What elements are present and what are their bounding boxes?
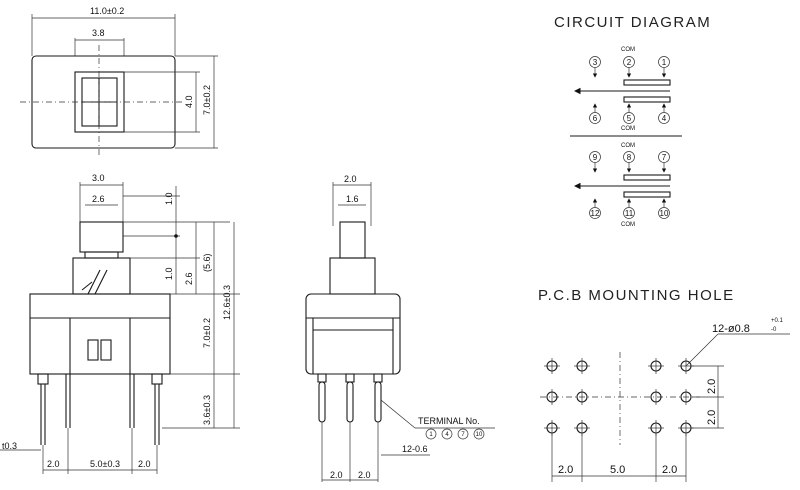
- front-d4-label: (5.6): [202, 253, 212, 272]
- pcb-v2-label: 2.0: [706, 410, 718, 425]
- pcb-h3-label: 2.0: [662, 464, 677, 476]
- front-body: [29, 293, 171, 375]
- pin-10: 10: [660, 209, 669, 218]
- side-b2-label: 2.0: [358, 470, 371, 480]
- terminal-label: TERMINAL No.: [418, 416, 480, 426]
- front-d1-label: 1.0: [164, 192, 174, 205]
- top-h-inner-label: 4.0: [184, 95, 194, 108]
- terminal-10: 10: [476, 432, 483, 438]
- front-d6-label: 7.0±0.2: [202, 318, 212, 348]
- pin-8: 8: [627, 153, 632, 162]
- pcb-holes: [544, 358, 694, 436]
- pcb-mounting-hole: 12-ø0.8 +0.1 -0 2.0 2.0 2.0: [540, 318, 790, 482]
- pin-7: 7: [662, 153, 667, 162]
- front-d2-label: 1.0: [164, 267, 174, 280]
- hole-tol-plus: +0.1: [771, 318, 784, 324]
- com-label-5: COM: [621, 126, 635, 132]
- terminal-1: 1: [429, 432, 433, 438]
- pin-1: 1: [662, 58, 667, 67]
- top-width-label: 11.0±0.2: [90, 6, 124, 16]
- side-b1-label: 2.0: [330, 470, 343, 480]
- pin-9: 9: [593, 153, 598, 162]
- top-body-outline: [31, 55, 176, 149]
- side-body: [305, 293, 401, 375]
- circuit-diagram: COM 3 2 1 6 5 4 COM COM 9 8 7: [570, 47, 682, 228]
- front-d5-label: 12.6±0.3: [222, 285, 232, 320]
- pin-11: 11: [625, 209, 634, 218]
- pin-thickness-label: t0.3: [2, 441, 17, 451]
- front-b3-label: 2.0: [138, 459, 151, 469]
- pcb-title: P.C.B MOUNTING HOLE: [538, 287, 735, 304]
- side-top-w-label: 2.0: [344, 174, 357, 184]
- terminal-4: 4: [445, 432, 449, 438]
- pcb-h1-label: 2.0: [558, 464, 573, 476]
- side-actuator: [339, 221, 366, 259]
- com-label-11: COM: [621, 222, 635, 228]
- front-actuator-body: [72, 257, 131, 295]
- com-label-2: COM: [621, 47, 635, 53]
- pin-12: 12: [591, 209, 600, 218]
- pcb-h2-label: 5.0: [610, 464, 625, 476]
- pin-2: 2: [627, 58, 632, 67]
- terminal-numbers: 1 4 7 10: [425, 428, 485, 440]
- front-d3-label: 2.6: [184, 272, 194, 285]
- pin-diameter-label: 12-0.6: [402, 444, 428, 454]
- com-label-8: COM: [621, 143, 635, 149]
- top-h-outer-label: 7.0±0.2: [202, 85, 212, 115]
- pcb-v1-label: 2.0: [706, 379, 718, 394]
- hole-spec-label: 12-ø0.8: [712, 323, 750, 335]
- pin-6: 6: [593, 114, 598, 123]
- top-view: 11.0±0.2 3.8 4.0 7.0±0.2: [20, 6, 218, 158]
- front-b1-label: 2.0: [47, 459, 60, 469]
- side-inner-w-label: 1.6: [346, 194, 359, 204]
- hole-tol-minus: -0: [771, 327, 777, 333]
- front-b2-label: 5.0±0.3: [90, 459, 120, 469]
- front-top-w-label: 3.0: [92, 173, 105, 183]
- front-d7-label: 3.6±0.3: [202, 395, 212, 425]
- top-inner-label: 3.8: [92, 28, 105, 38]
- pin-5: 5: [627, 114, 632, 123]
- front-top-inner-label: 2.6: [92, 194, 105, 204]
- pin-4: 4: [662, 114, 667, 123]
- terminal-7: 7: [461, 432, 465, 438]
- pin-3: 3: [593, 58, 598, 67]
- circuit-diagram-title: CIRCUIT DIAGRAM: [554, 14, 711, 31]
- front-view: 3.0 2.6: [0, 173, 240, 474]
- front-actuator-top: [79, 221, 124, 253]
- side-view: 2.0 1.6 2.0 2.0 12-0.6 TERMINAL No. 1 4: [305, 174, 495, 482]
